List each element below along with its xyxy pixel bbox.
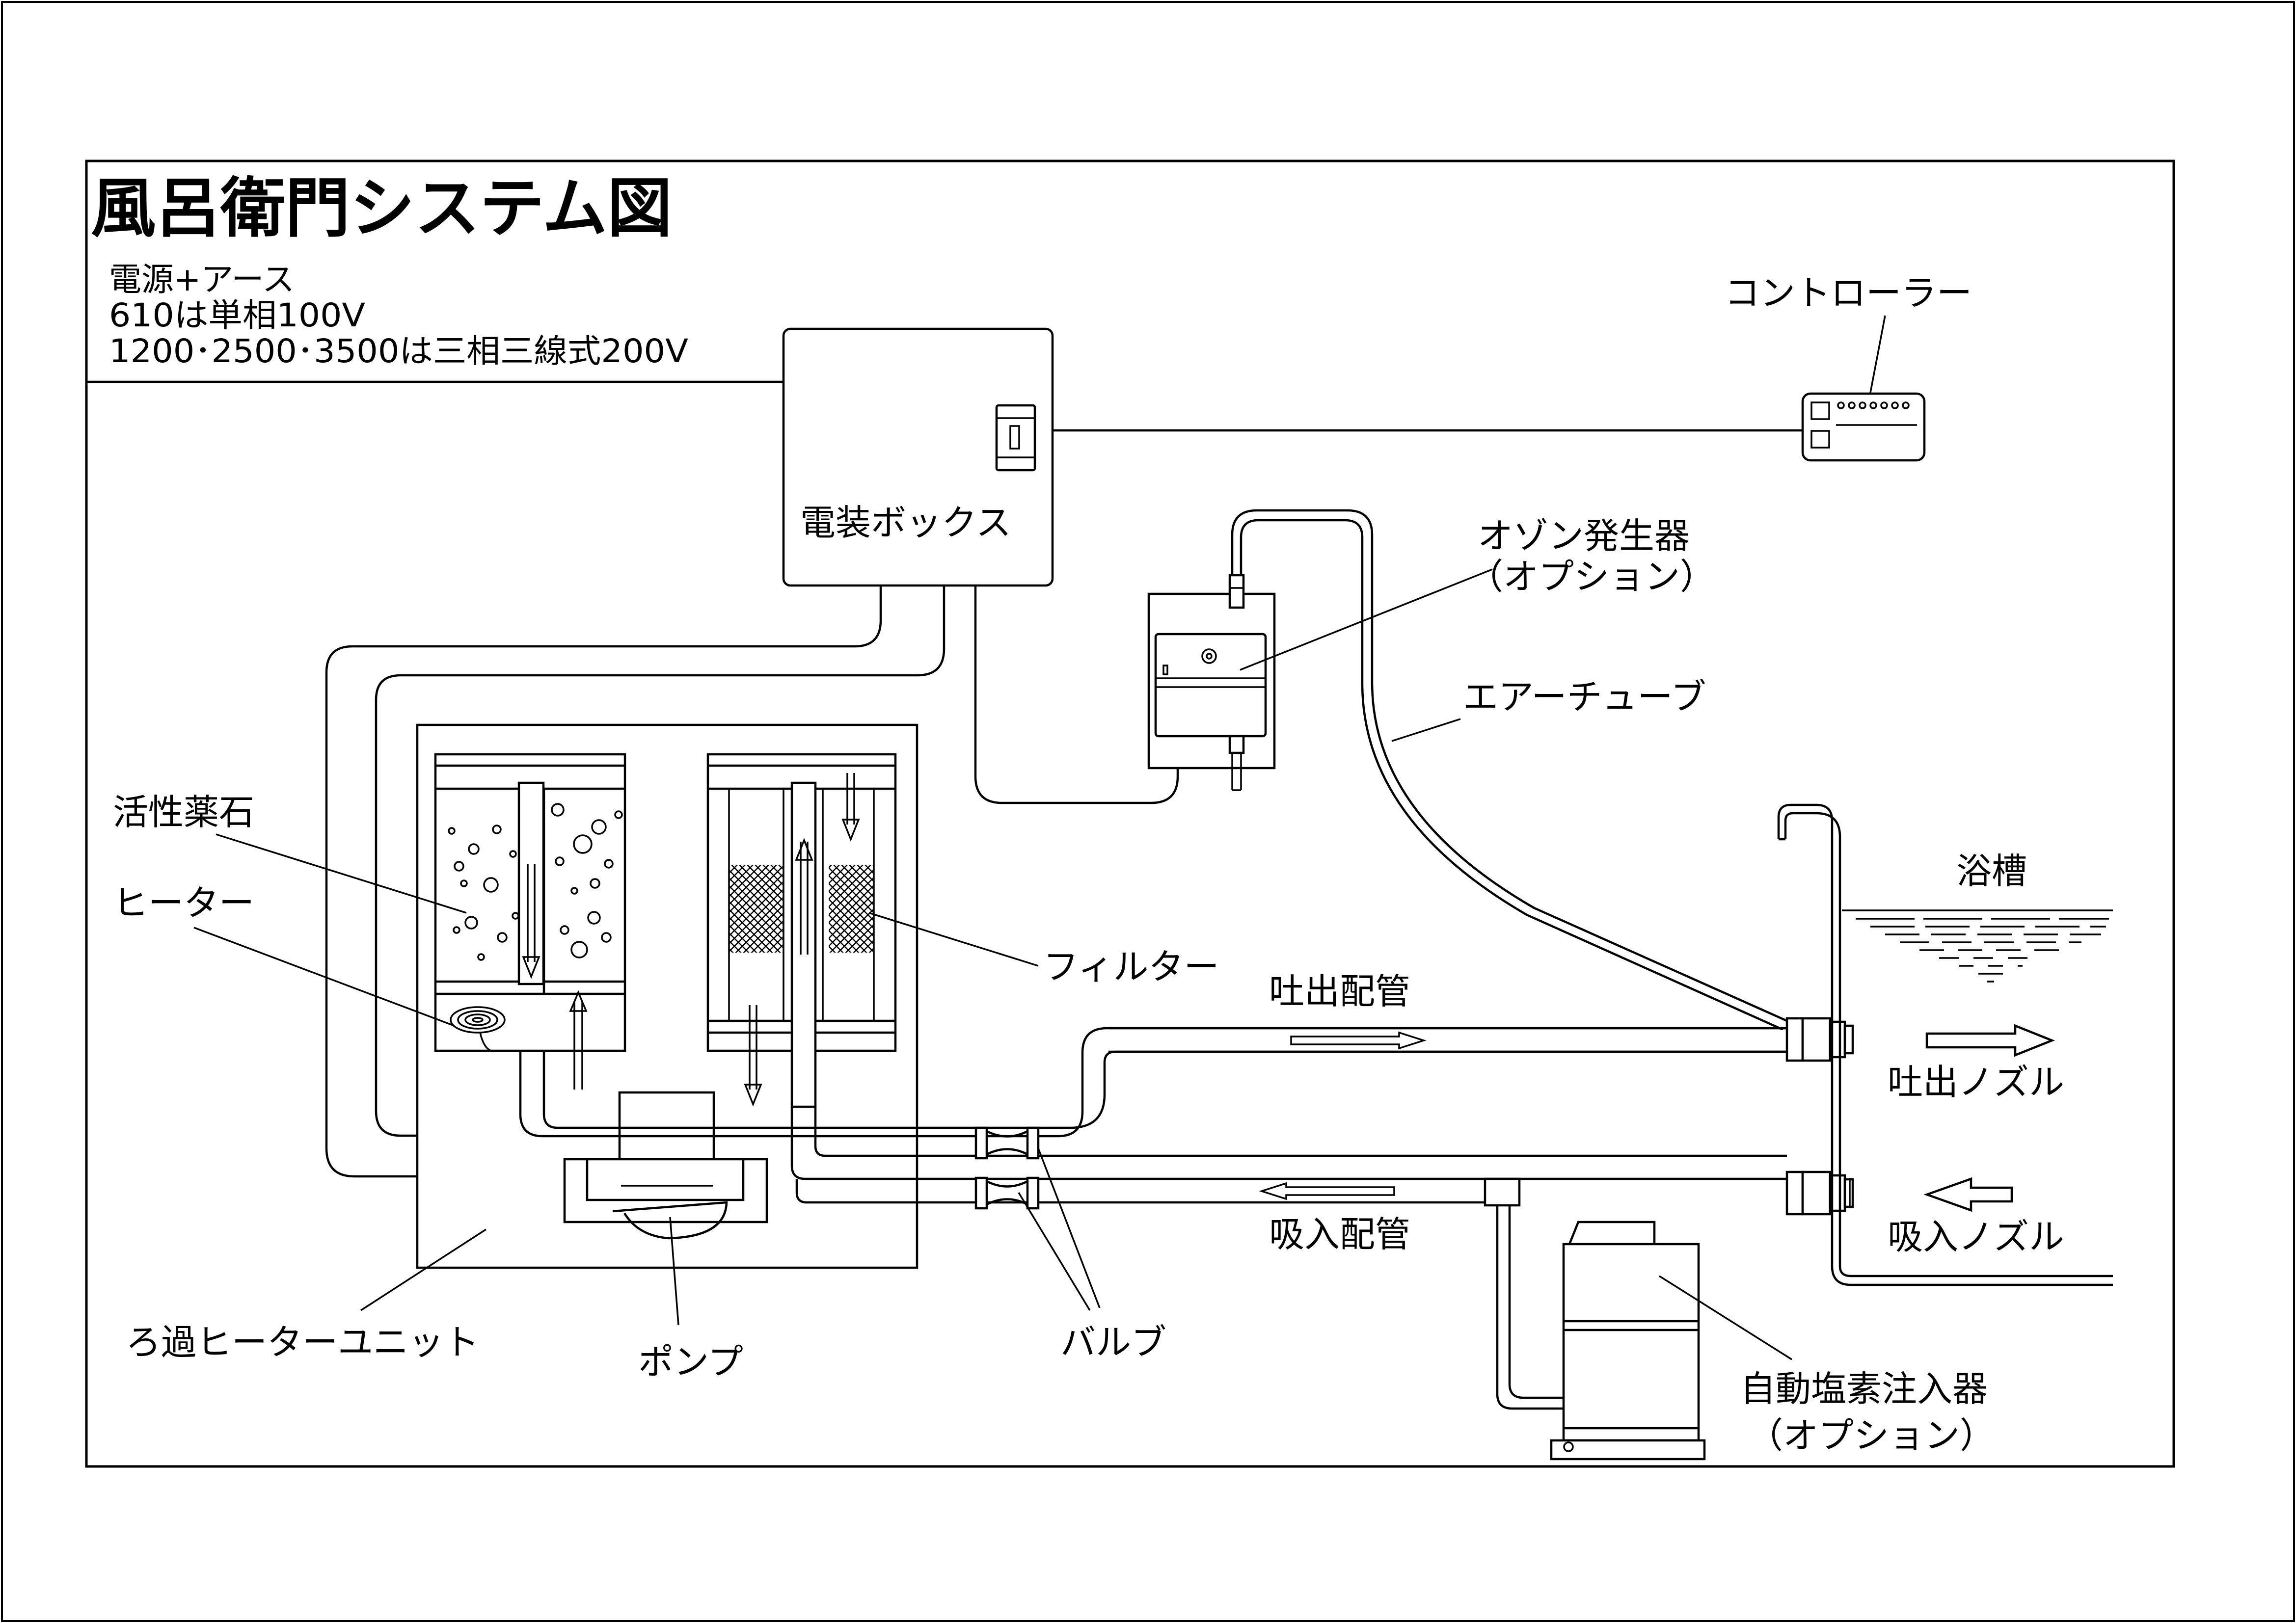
ozone-option-label: （オプション） [1468,556,1715,597]
chlorine-option-label: （オプション） [1748,1415,1995,1456]
valve-label: バルブ [1060,1322,1166,1363]
valve-leader-2 [1018,1192,1091,1311]
unit-leader [360,1228,486,1311]
suction-nozzle-fitting [1785,1171,1854,1216]
ozone-generator-label: オゾン発生器 [1478,515,1690,557]
discharge-nozzle-label: 吐出ノズル [1888,1062,2064,1103]
filter-tank [706,753,897,1108]
active-stone-label: 活性薬石 [113,792,254,833]
heater-cable-outer [325,585,882,1178]
pump-leader [669,1217,679,1326]
valve-leader-1 [1037,1148,1101,1308]
chlorine-pipe [1496,1205,1564,1410]
electrical-box-label: 電装ボックス [800,502,1011,543]
power-note-line-1: 電源+アース [109,261,295,298]
suction-pipe-label: 吸入配管 [1269,1214,1410,1255]
suction-pipe-top [790,1107,1787,1180]
active-stone-tank [434,753,626,1090]
active-stone-leader [216,833,467,914]
heater-leader [193,927,455,1027]
discharge-valve [974,1126,1040,1160]
ozone-generator [1147,574,1276,791]
discharge-flow-arrow [1290,1031,1427,1050]
water-surface [1842,909,2113,983]
suction-branch [795,1179,1504,1204]
pump-label: ポンプ [638,1341,743,1383]
heater-label: ヒーター [113,882,254,924]
bathtub-label: 浴槽 [1956,851,2027,892]
discharge-nozzle-fitting [1785,1017,1854,1062]
controller-label: コントローラー [1725,272,1972,314]
controller [1801,392,1926,462]
discharge-pipe-top [519,1027,1787,1138]
suction-pipe-bottom [814,1107,1787,1157]
discharge-pipe-fill [1108,1030,1786,1050]
t-junction [1484,1177,1521,1207]
diagram-frame [85,160,2175,1468]
bathtub-wall [1777,803,2113,1286]
discharge-pipe-label: 吐出配管 [1269,971,1410,1012]
power-note-line-2: 610は単相100V [109,296,365,334]
discharge-nozzle-arrow [1925,1024,2055,1057]
heater-cable-inner [375,585,945,1137]
suction-flow-arrow [1259,1182,1395,1200]
air-tube-label: エアーチューブ [1463,676,1706,718]
bathtub-wall-inner [1784,812,2113,1277]
electrical-box: 電装ボックス [782,327,1054,587]
suction-nozzle-arrow [1923,1177,2013,1212]
air-tube-leader [1391,718,1461,742]
air-tube [1231,509,1787,1022]
filter-leader [868,912,1039,967]
power-note-line-3: 1200･2500･3500は三相三線式200V [109,332,688,370]
air-tube-inner [1240,519,1783,1031]
filter-heater-unit-label: ろ過ヒーターユニット [126,1322,479,1363]
discharge-pipe-bottom [542,1050,1787,1129]
chlorine-injector [1550,1221,1706,1461]
heater-coil [450,1006,506,1052]
chlorine-leader [1659,1275,1792,1360]
ozone-leader [1240,568,1493,671]
ozone-power-cable [974,585,1179,804]
suction-nozzle-label: 吸入ノズル [1888,1216,2064,1257]
pump [563,1091,768,1240]
controller-leader [1869,315,1886,393]
chlorine-injector-label: 自動塩素注入器 [1740,1368,1988,1410]
filter-label: フィルター [1043,946,1219,987]
suction-valve [974,1176,1040,1210]
diagram-title: 風呂衛門システム図 [91,171,672,246]
